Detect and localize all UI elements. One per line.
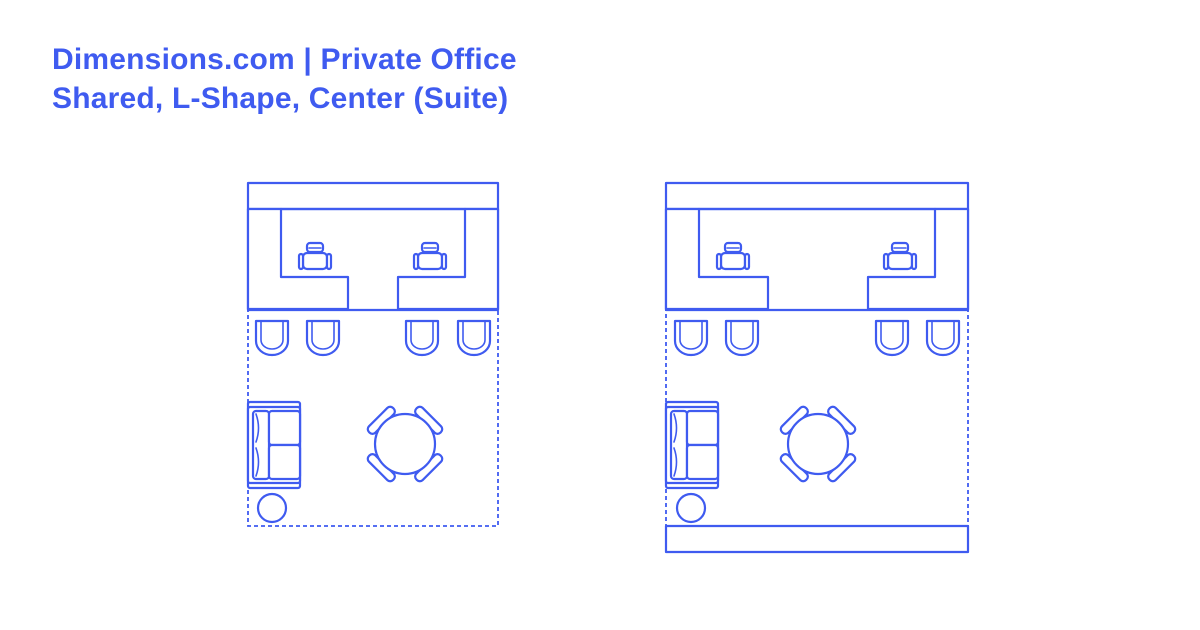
guest-chair	[925, 319, 961, 357]
guest-chair	[673, 319, 709, 357]
guest-chair	[305, 319, 341, 357]
guest-chair	[724, 319, 760, 357]
workstation-enclosure	[664, 181, 970, 312]
title-line-2: Shared, L-Shape, Center (Suite)	[52, 82, 509, 115]
side-table	[256, 492, 288, 524]
meeting-table	[779, 405, 857, 483]
guest-chair	[254, 319, 290, 357]
floor-plan-left	[246, 181, 500, 527]
sofa	[246, 400, 302, 490]
side-table	[675, 492, 707, 524]
floor-plan-right	[664, 181, 970, 554]
sofa	[664, 400, 720, 490]
title-line-1: Dimensions.com | Private Office	[52, 43, 517, 76]
meeting-table	[366, 405, 444, 483]
bottom-wall	[664, 524, 970, 554]
workstation-enclosure	[246, 181, 500, 312]
page-title: Dimensions.com | Private Office Shared, …	[52, 40, 517, 118]
guest-chair	[404, 319, 440, 357]
guest-chair	[874, 319, 910, 357]
room-boundary	[247, 308, 499, 527]
guest-chair	[456, 319, 492, 357]
